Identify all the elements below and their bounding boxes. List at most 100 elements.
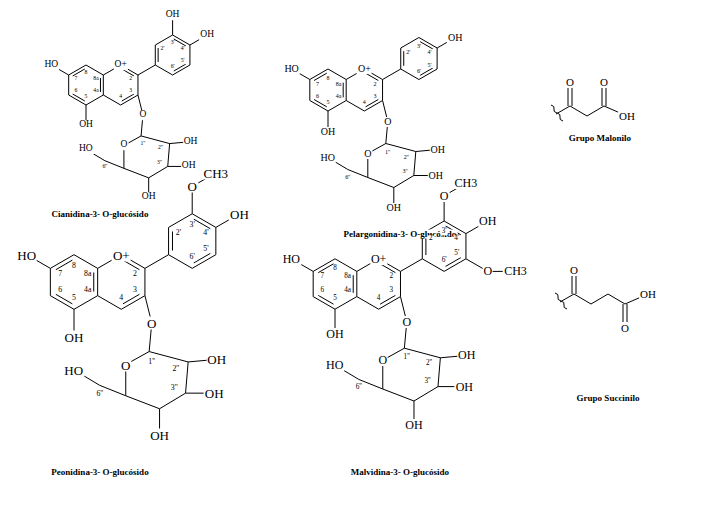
locant-number: 6'' bbox=[355, 384, 363, 391]
bond bbox=[382, 80, 383, 101]
double-bond bbox=[568, 88, 572, 106]
locant-number: 6 bbox=[57, 286, 63, 294]
double-bond bbox=[572, 276, 576, 294]
atom-label: OH bbox=[639, 289, 657, 300]
atom-label: OH bbox=[206, 353, 227, 366]
bond bbox=[74, 255, 98, 269]
bond bbox=[438, 358, 440, 387]
locant-number: 5' bbox=[180, 58, 186, 64]
atom-label: OH bbox=[320, 127, 336, 137]
locant-number: 4 bbox=[376, 295, 382, 302]
bond bbox=[335, 259, 357, 272]
bond bbox=[103, 75, 104, 95]
locant-number: 4a bbox=[343, 288, 352, 295]
atom-label: O+ bbox=[370, 253, 387, 265]
atom-label: OH bbox=[428, 171, 444, 181]
locant-number: 7 bbox=[74, 76, 79, 82]
locant-number: 7 bbox=[315, 81, 320, 87]
bond bbox=[172, 231, 173, 250]
locant-number: 5 bbox=[326, 99, 331, 105]
bond bbox=[446, 258, 461, 267]
locant-number: 8a bbox=[92, 76, 99, 82]
bond bbox=[556, 106, 570, 114]
bond bbox=[144, 268, 145, 295]
atom-label: O+ bbox=[114, 60, 128, 70]
bond bbox=[56, 294, 73, 304]
locant-number: 3'' bbox=[156, 160, 163, 166]
compound-name: Grupo Succinilo bbox=[576, 394, 641, 403]
atom-label: OH bbox=[199, 30, 215, 40]
locant-number: 2' bbox=[160, 46, 166, 52]
atom-label: OH bbox=[64, 330, 85, 343]
locant-number: 3' bbox=[170, 41, 176, 47]
atom-label: O+ bbox=[357, 64, 372, 74]
atom-label: O bbox=[119, 141, 128, 151]
atom-label: O bbox=[439, 190, 450, 202]
bond bbox=[121, 95, 138, 105]
locant-number: 6' bbox=[441, 257, 448, 264]
bond bbox=[68, 75, 69, 95]
bond bbox=[400, 271, 401, 296]
locant-number: 2'' bbox=[425, 360, 433, 367]
bond bbox=[122, 69, 134, 76]
atom-label: OH bbox=[181, 162, 197, 172]
locant-number: 2 bbox=[389, 273, 395, 280]
bond bbox=[123, 260, 140, 270]
bond bbox=[86, 65, 103, 75]
double-bond bbox=[602, 88, 606, 106]
locant-number: 2'' bbox=[403, 154, 410, 160]
atom-label: OH bbox=[430, 145, 446, 155]
atom-label: OH bbox=[447, 33, 463, 43]
locant-number: 7 bbox=[320, 273, 326, 280]
locant-number: 8 bbox=[332, 266, 338, 273]
locant-number: 5 bbox=[71, 294, 77, 302]
bond bbox=[56, 260, 73, 270]
atom-label: OH bbox=[386, 203, 402, 213]
bond bbox=[414, 387, 438, 401]
atom-label: O bbox=[569, 265, 579, 276]
atom-label: CH3 bbox=[454, 177, 479, 189]
bond bbox=[465, 234, 466, 259]
atom-label: O bbox=[377, 354, 388, 366]
atom-label: CH3 bbox=[203, 166, 230, 179]
bond bbox=[174, 39, 186, 46]
locant-number: 1'' bbox=[139, 141, 146, 147]
atom-label: HO bbox=[283, 64, 299, 74]
bond bbox=[356, 271, 357, 296]
locant-number: 4 bbox=[118, 294, 124, 302]
atom-label: HO bbox=[63, 363, 84, 376]
atom-label: OH bbox=[457, 349, 476, 361]
bond bbox=[155, 45, 156, 65]
atom-label: OH bbox=[478, 215, 497, 227]
bond bbox=[97, 268, 98, 295]
bond bbox=[50, 268, 51, 295]
atom-label: O bbox=[599, 77, 609, 88]
molecule-bonds bbox=[27, 15, 516, 435]
atom-label: HO bbox=[282, 253, 301, 265]
atom-label: O bbox=[187, 180, 198, 193]
locant-number: 6 bbox=[74, 88, 79, 94]
bond bbox=[400, 259, 422, 272]
bond bbox=[138, 65, 155, 75]
atom-label: O bbox=[565, 77, 575, 88]
locant-number: 1'' bbox=[384, 149, 391, 155]
bond bbox=[122, 94, 134, 101]
bond bbox=[380, 295, 395, 304]
compound-name: Peonidina-3- O-glucósido bbox=[50, 468, 149, 477]
locant-number: 6'' bbox=[344, 174, 351, 180]
locant-number: 4' bbox=[202, 229, 209, 237]
bond bbox=[366, 99, 379, 106]
bond bbox=[570, 106, 604, 116]
locant-number: 8a bbox=[335, 81, 343, 87]
locant-number: 6' bbox=[189, 253, 196, 261]
bond bbox=[145, 255, 169, 269]
compound-name: Malvidina-3- O-glucósido bbox=[350, 468, 450, 477]
locant-number: 3' bbox=[416, 43, 422, 49]
locant-number: 1'' bbox=[147, 358, 156, 366]
bond bbox=[124, 168, 149, 178]
bond bbox=[346, 80, 347, 101]
compound-name: Cianidina-3- O-glucósido bbox=[51, 210, 150, 219]
locant-number: 5' bbox=[453, 250, 460, 257]
compound-name: Grupo Malonilo bbox=[568, 134, 632, 143]
